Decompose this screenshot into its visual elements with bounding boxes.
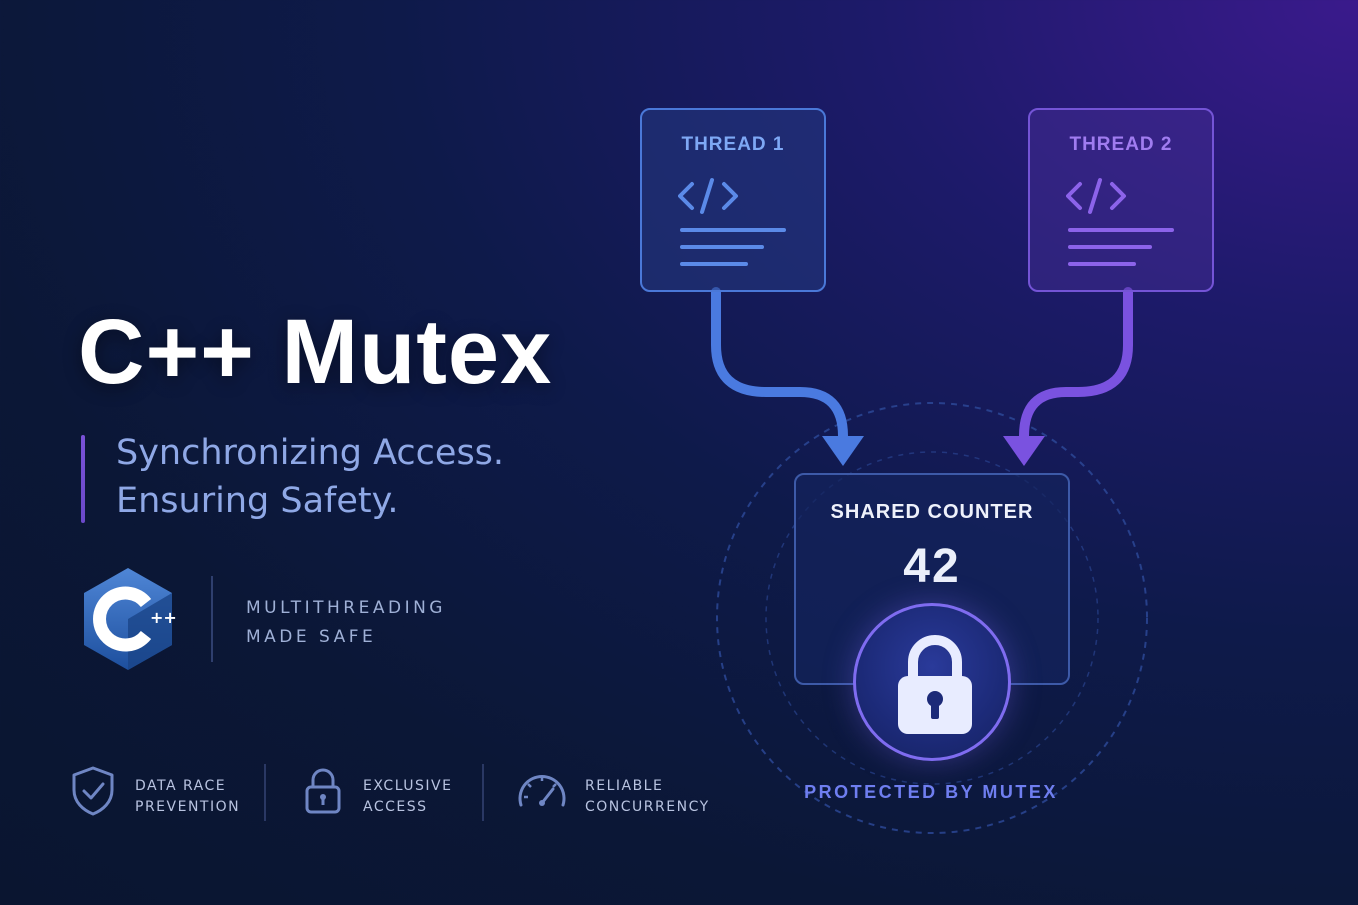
thread-2-label: THREAD 2: [1069, 134, 1173, 155]
thread-1-box: THREAD 1: [640, 108, 826, 292]
tagline-accent-bar: [81, 435, 85, 523]
protected-caption: PROTECTED BY MUTEX: [804, 782, 1058, 802]
code-icon: [1066, 178, 1174, 266]
feature-1-line-2: PREVENTION: [135, 799, 241, 815]
feature-2-line-2: ACCESS: [363, 799, 428, 815]
thread-1-arrow: [711, 287, 848, 441]
logo-superscript: ++: [150, 608, 176, 627]
shared-counter-label: SHARED COUNTER: [830, 501, 1034, 523]
gauge-icon: [518, 774, 566, 807]
feature-divider: [264, 764, 266, 821]
mutex-lock-badge: [853, 603, 1011, 761]
shared-counter-value: 42: [903, 540, 961, 593]
logo-caption-line-1: MULTITHREADING: [246, 598, 446, 618]
feature-divider: [482, 764, 484, 821]
feature-2-line-1: EXCLUSIVE: [363, 778, 453, 794]
thread-2-arrowhead: [1003, 436, 1045, 466]
thread-1-arrowhead: [822, 436, 864, 466]
feature-exclusive-access: EXCLUSIVE ACCESS: [300, 765, 470, 825]
tagline-line-2: Ensuring Safety.: [116, 481, 399, 521]
feature-reliable-concurrency: RELIABLE CONCURRENCY: [516, 765, 716, 825]
feature-data-race-prevention: DATA RACE PREVENTION: [70, 765, 260, 825]
code-icon: [678, 178, 786, 266]
logo-divider: [211, 576, 213, 662]
page-title: C++ Mutex: [78, 301, 553, 403]
thread-2-arrow: [1019, 287, 1133, 441]
cpp-logo-icon: ++: [84, 568, 176, 670]
shield-check-icon: [72, 766, 114, 816]
feature-1-line-1: DATA RACE: [135, 778, 227, 794]
padlock-icon: [305, 768, 341, 814]
thread-2-box: THREAD 2: [1028, 108, 1214, 292]
feature-3-line-2: CONCURRENCY: [585, 799, 710, 815]
tagline-line-1: Synchronizing Access.: [116, 433, 505, 473]
lock-icon: [898, 635, 972, 734]
feature-3-line-1: RELIABLE: [585, 778, 664, 794]
thread-1-label: THREAD 1: [681, 134, 785, 155]
logo-caption-line-2: MADE SAFE: [246, 627, 377, 647]
